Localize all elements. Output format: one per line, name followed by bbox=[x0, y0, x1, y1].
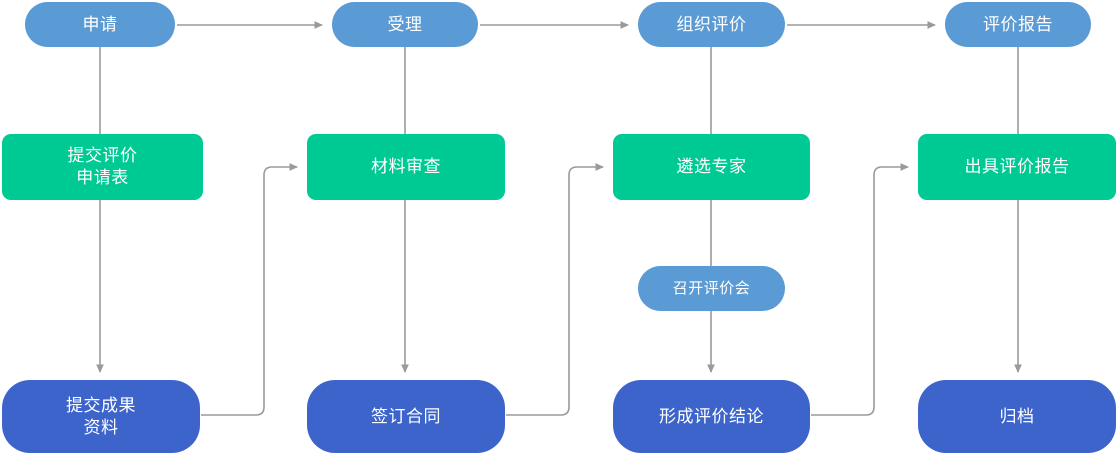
node-material-check-label: 材料审查 bbox=[371, 157, 441, 177]
node-organize-evaluation[interactable]: 组织评价 bbox=[638, 2, 785, 47]
node-evaluation-report-label: 评价报告 bbox=[983, 14, 1053, 34]
node-accept-label: 受理 bbox=[387, 14, 423, 34]
node-apply[interactable]: 申请 bbox=[25, 2, 175, 47]
node-archive[interactable]: 归档 bbox=[918, 380, 1116, 453]
node-submit-application-form-label: 提交评价 申请表 bbox=[67, 146, 138, 187]
node-organize-evaluation-label: 组织评价 bbox=[676, 14, 747, 34]
node-select-expert[interactable]: 遴选专家 bbox=[613, 134, 810, 200]
node-form-conclusion[interactable]: 形成评价结论 bbox=[613, 380, 810, 453]
node-hold-evaluation-meeting-label: 召开评价会 bbox=[672, 279, 751, 297]
connector-conclusion-to-issue-report bbox=[811, 163, 910, 416]
node-material-check[interactable]: 材料审查 bbox=[307, 134, 505, 200]
node-sign-contract[interactable]: 签订合同 bbox=[307, 380, 505, 453]
node-apply-label: 申请 bbox=[82, 14, 118, 34]
node-issue-evaluation-report-label: 出具评价报告 bbox=[964, 157, 1070, 177]
node-hold-evaluation-meeting[interactable]: 召开评价会 bbox=[638, 266, 785, 311]
node-submit-application-form[interactable]: 提交评价 申请表 bbox=[2, 134, 203, 200]
node-issue-evaluation-report[interactable]: 出具评价报告 bbox=[918, 134, 1116, 200]
connector-contract-to-select-expert bbox=[506, 163, 605, 416]
node-select-expert-label: 遴选专家 bbox=[676, 157, 747, 177]
node-submit-results[interactable]: 提交成果 资料 bbox=[2, 380, 200, 453]
node-evaluation-report[interactable]: 评价报告 bbox=[945, 2, 1091, 47]
connector-results-to-material-check bbox=[201, 163, 299, 416]
node-sign-contract-label: 签订合同 bbox=[371, 406, 441, 426]
node-form-conclusion-label: 形成评价结论 bbox=[659, 406, 764, 426]
node-archive-label: 归档 bbox=[999, 406, 1035, 426]
node-submit-results-label: 提交成果 资料 bbox=[66, 395, 136, 437]
node-accept[interactable]: 受理 bbox=[332, 2, 478, 47]
